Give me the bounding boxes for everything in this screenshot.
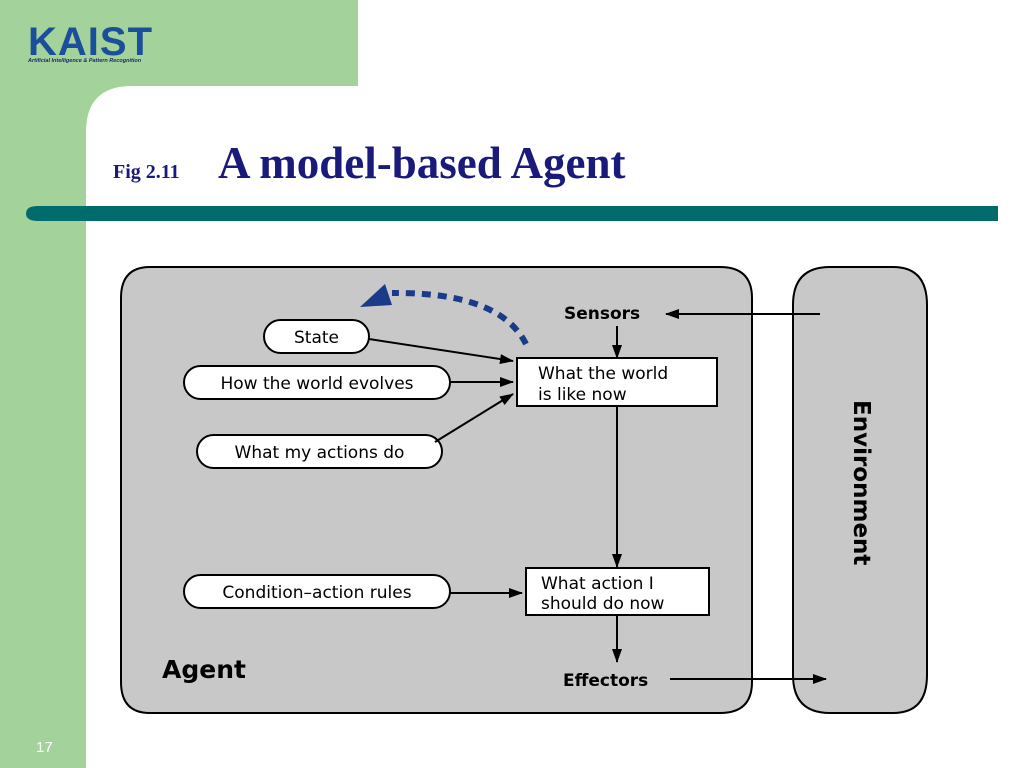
- condition-action-rules-label: Condition–action rules: [222, 583, 411, 603]
- state-to-world-arrow: [368, 338, 514, 364]
- fig-label: Fig 2.11: [113, 161, 180, 183]
- state-update-dotted-arrow: [360, 284, 529, 346]
- effectors-label: Effectors: [563, 671, 648, 691]
- page-number: 17: [36, 739, 53, 756]
- actions-to-world-arrow: [434, 393, 514, 443]
- what-my-actions-do-node: What my actions do: [196, 434, 443, 469]
- world-now-box: What the world is like now: [516, 357, 718, 407]
- state-label: State: [294, 328, 339, 348]
- top-white-area: [358, 0, 1024, 86]
- agent-label: Agent: [162, 655, 246, 684]
- agent-panel: [120, 266, 753, 714]
- kaist-logo: KAIST Artificial Intelligence & Pattern …: [27, 20, 153, 64]
- condition-action-rules-node: Condition–action rules: [183, 574, 451, 609]
- title-rule: [26, 206, 998, 221]
- world-now-line2: is like now: [538, 385, 627, 405]
- state-node: State: [263, 319, 370, 354]
- sensors-label: Sensors: [564, 304, 640, 324]
- action-now-box: What action I should do now: [525, 567, 710, 616]
- logo-subtitle: Artificial Intelligence & Pattern Recogn…: [27, 58, 142, 64]
- environment-panel: [792, 266, 928, 714]
- logo-text: KAIST: [28, 20, 153, 64]
- action-now-line2: should do now: [541, 594, 664, 614]
- page-title: A model-based Agent: [218, 138, 626, 188]
- world-now-line1: What the world: [538, 364, 668, 384]
- action-now-line1: What action I: [541, 574, 654, 594]
- how-world-evolves-label: How the world evolves: [220, 374, 413, 394]
- how-world-evolves-node: How the world evolves: [183, 365, 451, 400]
- what-my-actions-do-label: What my actions do: [235, 443, 405, 463]
- environment-label: Environment: [848, 400, 874, 565]
